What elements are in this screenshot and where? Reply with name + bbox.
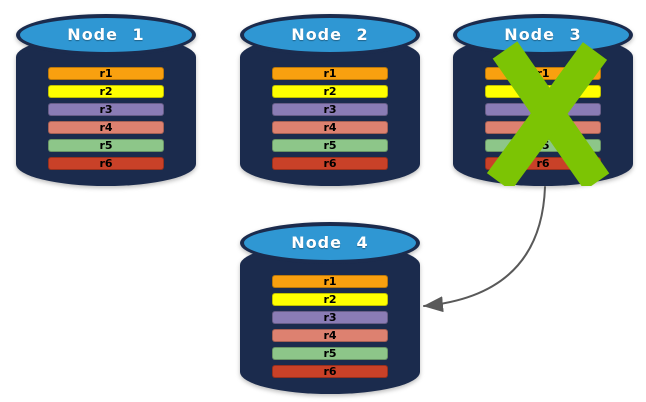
node-1: Node 1 r1 r2 r3 r4 r5 r6	[16, 14, 196, 186]
partition-label: r1	[99, 67, 113, 80]
node-2-label: Node 2	[291, 25, 369, 44]
node-4-label: Node 4	[291, 233, 369, 252]
partition-r6: r6	[485, 157, 601, 170]
partition-label: r1	[323, 275, 337, 288]
partition-r2: r2	[48, 85, 164, 98]
partition-label: r5	[536, 139, 550, 152]
node-4: Node 4 r1 r2 r3 r4 r5 r6	[240, 222, 420, 394]
partition-label: r2	[536, 85, 550, 98]
partition-label: r1	[536, 67, 550, 80]
partition-stack: r1 r2 r3 r4 r5 r6	[272, 67, 388, 175]
cylinder-top	[240, 14, 420, 56]
partition-label: r6	[99, 157, 113, 170]
partition-r2: r2	[485, 85, 601, 98]
partition-r1: r1	[272, 67, 388, 80]
cylinder-top	[16, 14, 196, 56]
partition-label: r3	[323, 103, 337, 116]
partition-r5: r5	[272, 139, 388, 152]
partition-r2: r2	[272, 85, 388, 98]
node-2: Node 2 r1 r2 r3 r4 r5 r6	[240, 14, 420, 186]
partition-r6: r6	[48, 157, 164, 170]
partition-label: r3	[99, 103, 113, 116]
partition-label: r2	[99, 85, 113, 98]
partition-label: r6	[323, 365, 337, 378]
partition-r4: r4	[485, 121, 601, 134]
partition-r6: r6	[272, 157, 388, 170]
partition-label: r4	[99, 121, 113, 134]
partition-label: r5	[99, 139, 113, 152]
partition-stack: r1 r2 r3 r4 r5 r6	[272, 275, 388, 383]
node-1-label: Node 1	[67, 25, 145, 44]
partition-r4: r4	[48, 121, 164, 134]
partition-r1: r1	[48, 67, 164, 80]
partition-label: r6	[323, 157, 337, 170]
partition-r6: r6	[272, 365, 388, 378]
partition-label: r1	[323, 67, 337, 80]
partition-r5: r5	[272, 347, 388, 360]
partition-label: r3	[323, 311, 337, 324]
partition-r5: r5	[48, 139, 164, 152]
partition-stack: r1 r2 r3 r4 r5 r6	[485, 67, 601, 175]
partition-r1: r1	[485, 67, 601, 80]
partition-label: r5	[323, 347, 337, 360]
cylinder-top	[240, 222, 420, 264]
partition-stack: r1 r2 r3 r4 r5 r6	[48, 67, 164, 175]
partition-label: r4	[323, 121, 337, 134]
partition-label: r4	[323, 329, 337, 342]
partition-r1: r1	[272, 275, 388, 288]
partition-label: r2	[323, 293, 337, 306]
database-cylinder	[240, 222, 420, 394]
partition-label: r2	[323, 85, 337, 98]
partition-r2: r2	[272, 293, 388, 306]
partition-r3: r3	[272, 103, 388, 116]
partition-label: r6	[536, 157, 550, 170]
partition-r4: r4	[272, 329, 388, 342]
partition-label: r5	[323, 139, 337, 152]
partition-r4: r4	[272, 121, 388, 134]
partition-label: r3	[536, 103, 550, 116]
node-3: Node 3 r1 r2 r3 r4 r5 r6	[453, 14, 633, 186]
partition-label: r4	[536, 121, 550, 134]
partition-r3: r3	[272, 311, 388, 324]
partition-r5: r5	[485, 139, 601, 152]
partition-r3: r3	[48, 103, 164, 116]
node-3-label: Node 3	[504, 25, 582, 44]
partition-r3: r3	[485, 103, 601, 116]
